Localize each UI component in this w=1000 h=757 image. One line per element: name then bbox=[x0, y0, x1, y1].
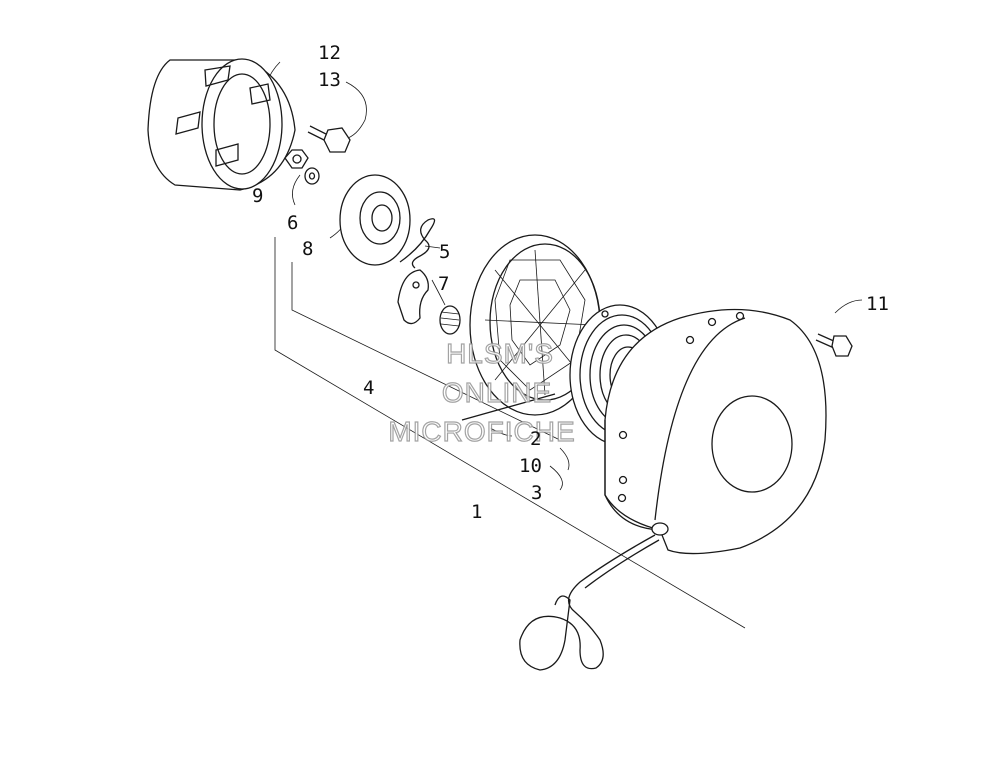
bolt-13 bbox=[307, 125, 351, 153]
callout-10: 10 bbox=[519, 455, 542, 477]
ratchet-pawl bbox=[397, 269, 429, 325]
watermark: HLSM'S ONLINE MICROFICHE bbox=[388, 337, 576, 447]
pawl-spring-7 bbox=[439, 305, 461, 335]
washer-6 bbox=[304, 167, 320, 185]
starter-rope-1 bbox=[519, 534, 660, 671]
watermark-line-3: MICROFICHE bbox=[388, 416, 575, 447]
callout-1: 1 bbox=[471, 501, 482, 523]
callout-13: 13 bbox=[318, 69, 341, 91]
callout-2: 2 bbox=[530, 428, 541, 450]
callout-11: 11 bbox=[866, 293, 889, 315]
callout-labels: 1 2 3 4 5 6 7 8 9 10 11 12 13 bbox=[252, 42, 889, 523]
housing-bolt-11 bbox=[815, 333, 853, 357]
leader-lines bbox=[261, 61, 863, 629]
starter-housing-3 bbox=[604, 308, 827, 555]
recoil-cup-12 bbox=[147, 58, 296, 191]
spring-clip-5 bbox=[399, 218, 436, 269]
watermark-line-1: HLSM'S bbox=[446, 338, 554, 369]
rope-reel-4 bbox=[461, 234, 601, 421]
friction-plate-8 bbox=[339, 174, 411, 266]
callout-5: 5 bbox=[439, 241, 450, 263]
callout-6: 6 bbox=[287, 212, 298, 234]
callout-8: 8 bbox=[302, 238, 313, 260]
callout-7: 7 bbox=[438, 273, 449, 295]
nut-9 bbox=[284, 149, 309, 169]
callout-12: 12 bbox=[318, 42, 341, 64]
callout-4: 4 bbox=[363, 377, 374, 399]
watermark-line-2: ONLINE bbox=[442, 377, 552, 408]
callout-3: 3 bbox=[531, 482, 542, 504]
callout-9: 9 bbox=[252, 185, 263, 207]
